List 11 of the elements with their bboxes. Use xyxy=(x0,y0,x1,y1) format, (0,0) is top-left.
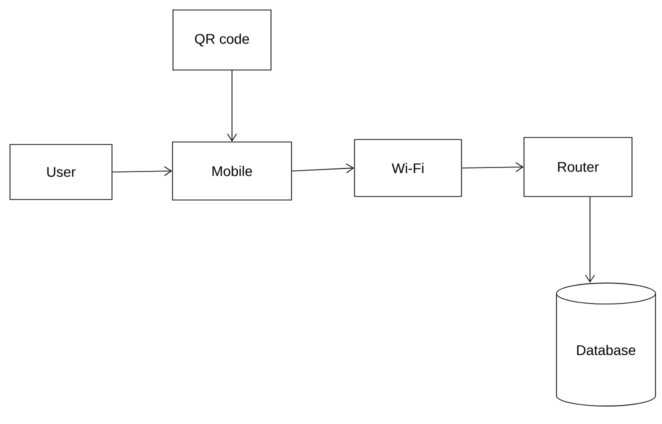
process-box: Mobile xyxy=(172,142,292,200)
arrow xyxy=(462,162,524,172)
process-box: Wi-Fi xyxy=(354,139,462,197)
process-box: Router xyxy=(524,137,632,197)
process-box: User xyxy=(10,144,112,200)
database-cylinder: Database xyxy=(556,282,656,406)
arrow xyxy=(292,163,354,174)
arrow xyxy=(227,70,237,142)
arrow xyxy=(112,166,172,176)
process-box: QR code xyxy=(172,10,272,70)
arrow xyxy=(585,196,595,283)
